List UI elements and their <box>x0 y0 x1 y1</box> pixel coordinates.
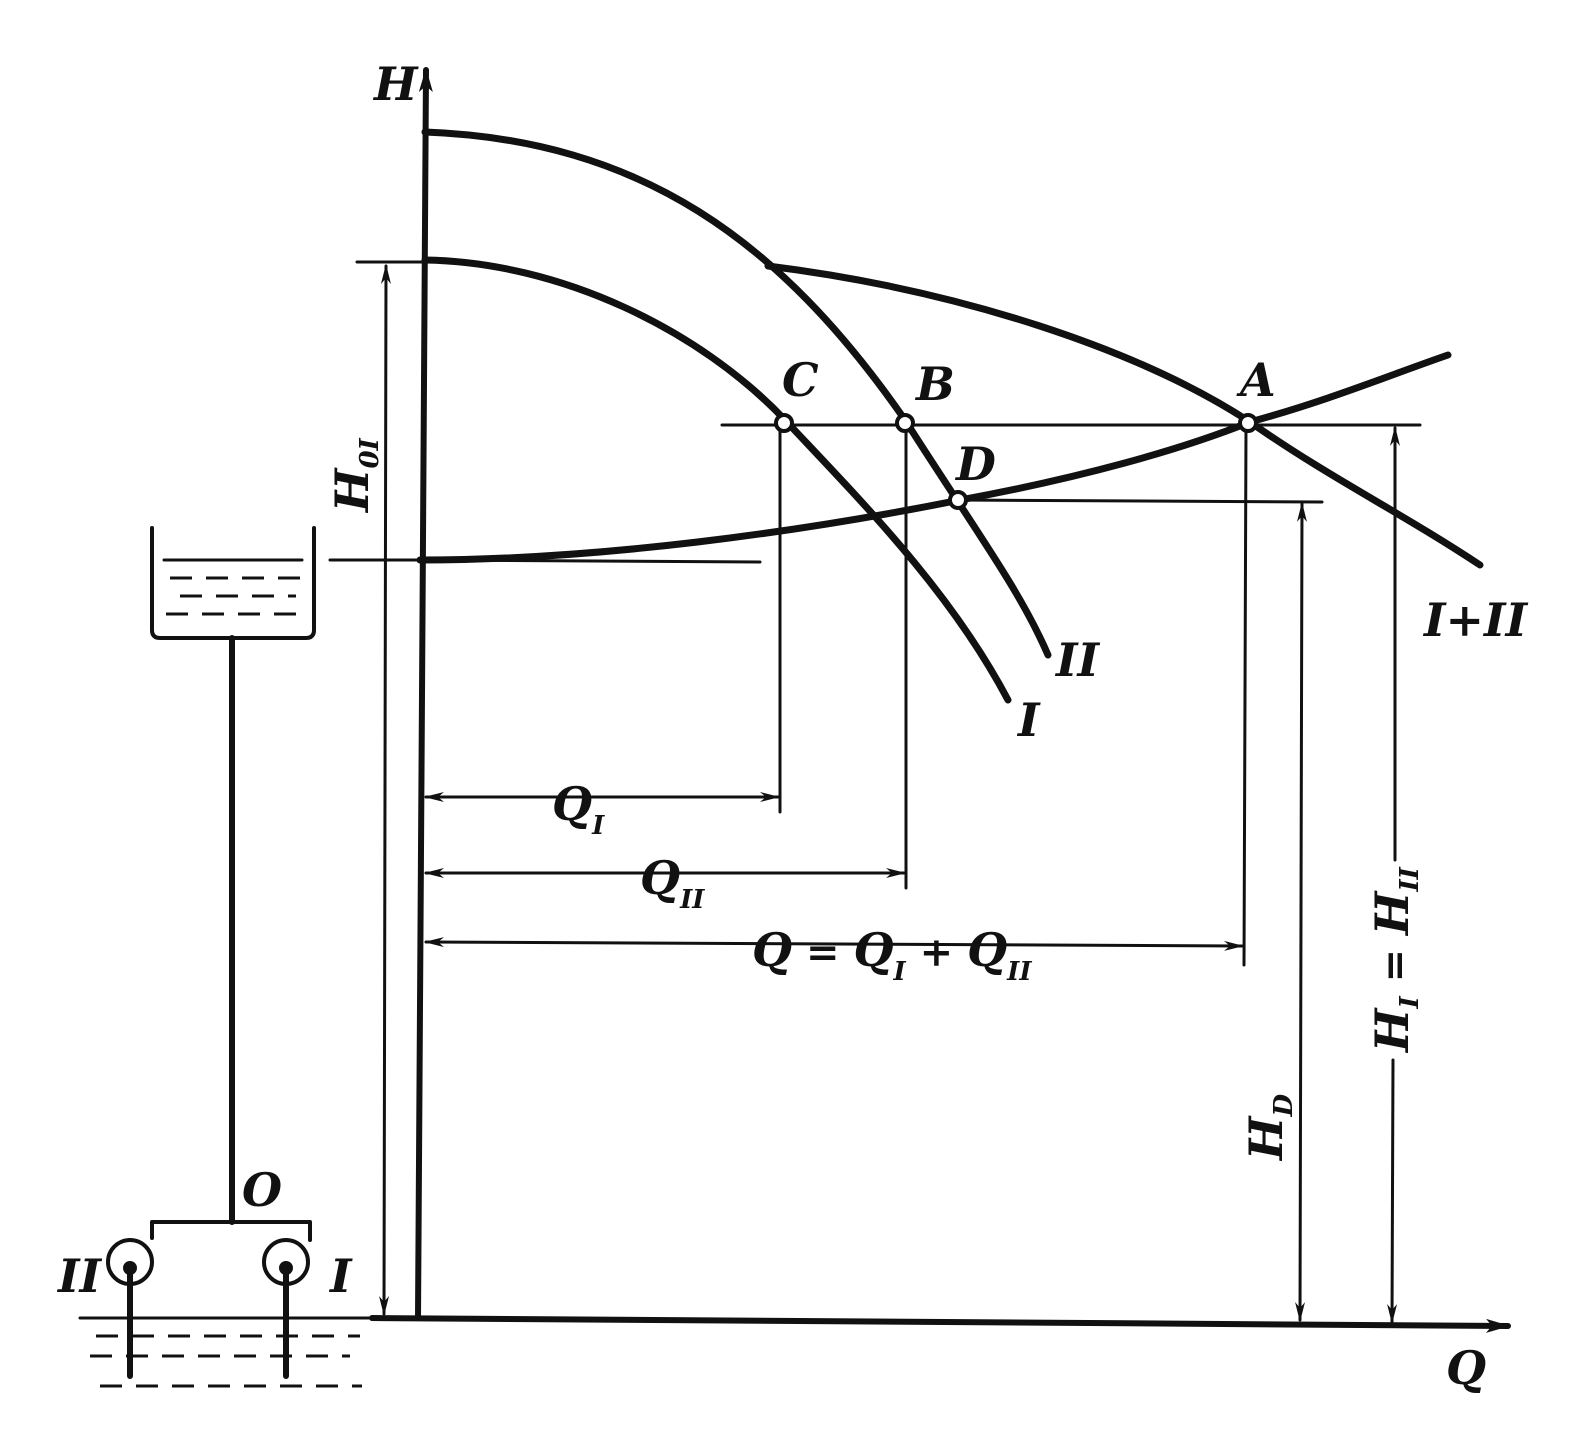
q-total-label: Q = QI + QII <box>752 923 1032 987</box>
h-equal-eq: = <box>1371 935 1418 996</box>
curve-pump-two <box>421 128 1052 659</box>
point-a-label: A <box>1236 353 1276 407</box>
curve-pump-one <box>421 256 1012 704</box>
q2-label-sub: II <box>679 885 705 915</box>
drop-line-a <box>1242 423 1248 967</box>
h-equal-dimension-arrow-bottom <box>1387 1058 1398 1324</box>
point-b-marker <box>895 413 915 433</box>
h0-label: H0I <box>325 437 385 514</box>
point-c-marker <box>774 413 794 433</box>
h-equal-label: HI = HII <box>1365 866 1425 1054</box>
q1-label-base: Q <box>552 777 592 831</box>
q2-label-base: Q <box>640 851 680 905</box>
curve-two-label: II <box>1054 633 1101 687</box>
pump-manifold <box>150 1220 312 1242</box>
q-total-lhs: Q <box>752 923 792 977</box>
q-total-dimension-arrow <box>424 937 1244 951</box>
q1-label-sub: I <box>591 811 605 841</box>
q-axis-label: Q <box>1446 1341 1486 1395</box>
point-c-label: C <box>782 353 819 407</box>
h-equal-left-sub: I <box>1395 996 1425 1010</box>
point-d-marker <box>948 490 968 510</box>
q-total-plus: + <box>906 929 967 976</box>
q-axis <box>369 1315 1511 1333</box>
h-equal-right-base: H <box>1365 890 1419 937</box>
hd-label-base: H <box>1239 1115 1293 1162</box>
h-equal-right-sub: II <box>1395 866 1425 892</box>
q-total-b-base: Q <box>967 923 1007 977</box>
q-total-b-sub: II <box>1006 957 1032 987</box>
pump-one-label: I <box>328 1249 353 1303</box>
q2-label: QII <box>640 851 705 915</box>
hd-label-sub: D <box>1269 1094 1299 1118</box>
point-o-label: O <box>242 1163 282 1217</box>
h-axis-label: H <box>372 57 419 111</box>
curve-one-label: I <box>1016 693 1041 747</box>
h0-label-base: H <box>325 467 379 514</box>
d-head-line <box>956 498 1324 504</box>
curve-combined-label: I+II <box>1422 593 1529 647</box>
h-axis <box>415 67 433 1321</box>
tank-outline <box>150 526 316 640</box>
q-total-a-base: Q <box>853 923 893 977</box>
static-level-extension <box>418 558 762 564</box>
pump-two-label: II <box>56 1249 103 1303</box>
system-curve <box>416 351 1452 564</box>
h-equal-left-base: H <box>1365 1007 1419 1054</box>
h0-label-sub: 0I <box>355 437 385 468</box>
q-total-eq: = <box>792 929 853 976</box>
point-d-label: D <box>954 437 996 491</box>
point-a-marker <box>1238 413 1258 433</box>
q-total-a-sub: I <box>893 957 907 987</box>
q1-label: QI <box>552 777 605 841</box>
hd-dimension-arrow <box>1295 502 1307 1322</box>
h0-dimension-arrow <box>379 264 391 1316</box>
hd-label: HD <box>1239 1094 1299 1162</box>
point-b-label: B <box>914 357 955 411</box>
